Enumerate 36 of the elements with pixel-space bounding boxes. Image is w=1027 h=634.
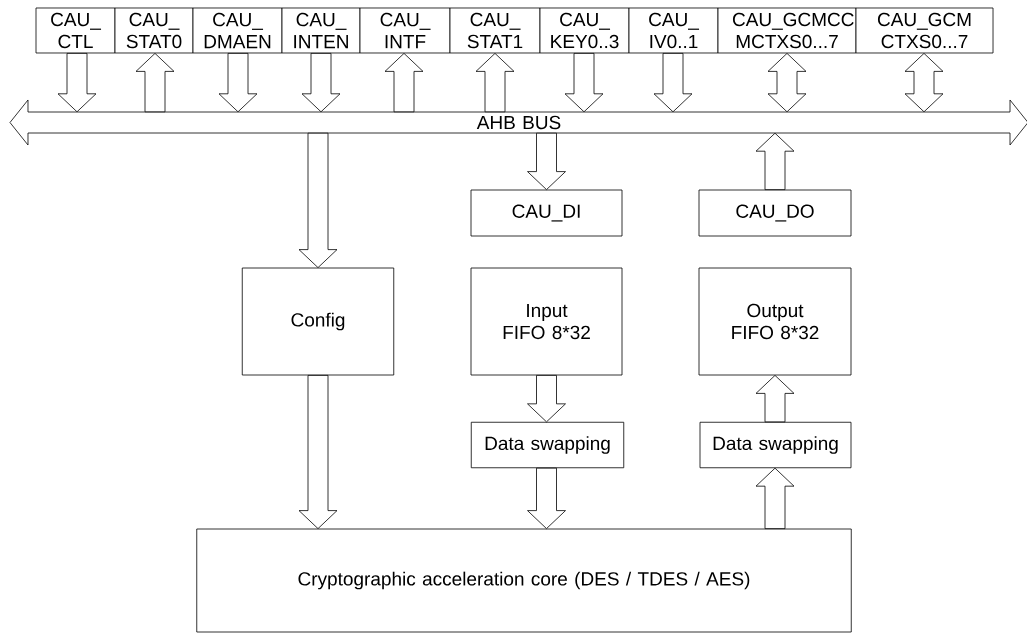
register-box: CAU_ CTL (35, 7, 116, 54)
hollow-arrow (218, 53, 258, 113)
block-box: Config (241, 267, 395, 376)
register-box: CAU_ KEY0..3 (539, 7, 630, 54)
register-box: CAU_ INTF (359, 7, 451, 54)
hollow-arrow (527, 132, 566, 190)
hollow-arrow (767, 53, 807, 113)
register-box: CAU_ STAT0 (114, 7, 194, 54)
register-box: CAU_ INTEN (281, 7, 361, 54)
hollow-arrow (755, 132, 795, 190)
hollow-arrow (301, 53, 341, 113)
register-box: CAU_GCMCC MCTXS0...7 (717, 7, 857, 54)
register-box: CAU_DI (470, 189, 623, 237)
hollow-arrow (755, 467, 795, 529)
hollow-arrow (384, 53, 424, 113)
hollow-arrow (298, 132, 338, 268)
hollow-arrow (298, 375, 338, 529)
hollow-arrow (755, 375, 795, 423)
core-box: Cryptographic acceleration core (DES / TDES / AES) (196, 528, 852, 633)
hollow-arrow (57, 53, 97, 113)
block-box: Data swapping (699, 421, 852, 469)
register-box: CAU_ STAT1 (449, 7, 541, 54)
fifo-box: Input FIFO 8*32 (470, 267, 623, 376)
fifo-box: Output FIFO 8*32 (698, 267, 852, 376)
register-box: CAU_ DMAEN (192, 7, 283, 54)
hollow-arrow (135, 53, 175, 113)
hollow-arrow (527, 467, 566, 529)
hollow-arrow (904, 53, 944, 113)
block-box: Data swapping (470, 421, 625, 469)
hollow-arrow (475, 53, 515, 113)
hollow-arrow (564, 53, 604, 113)
register-box: CAU_DO (698, 189, 852, 237)
hollow-arrow (527, 375, 566, 423)
register-box: CAU_GCM CTXS0...7 (855, 7, 994, 54)
hollow-arrow (653, 53, 693, 113)
register-box: CAU_ IV0..1 (628, 7, 719, 54)
